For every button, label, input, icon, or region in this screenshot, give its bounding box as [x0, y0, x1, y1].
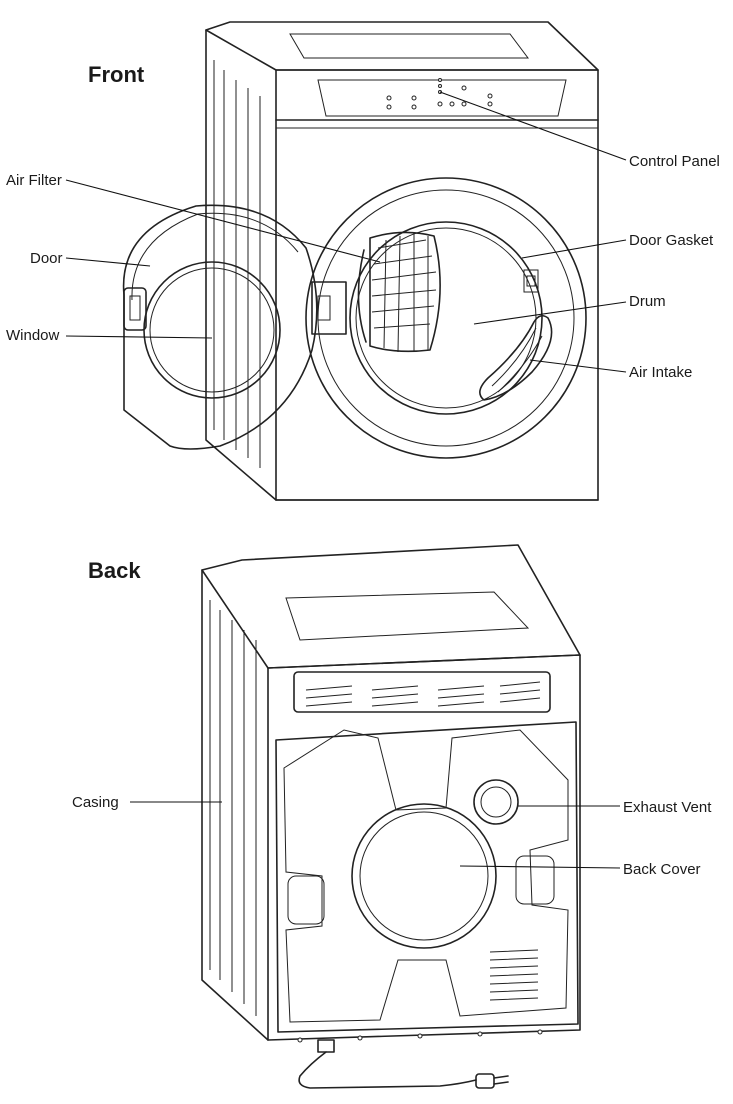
air-filter-grid [357, 231, 441, 353]
label-door-gasket: Door Gasket [629, 232, 714, 249]
leader-lines [65, 91, 627, 869]
lower-grille [489, 949, 539, 1001]
air-intake-vent [479, 314, 553, 401]
label-control-panel: Control Panel [629, 153, 720, 170]
label-casing: Casing [72, 794, 119, 811]
door-illustration [122, 204, 318, 450]
top-vent-slots [305, 681, 541, 707]
label-exhaust-vent: Exhaust Vent [623, 799, 712, 816]
label-drum: Drum [629, 293, 666, 310]
label-air-intake: Air Intake [629, 364, 692, 381]
power-cord [298, 1039, 509, 1089]
exhaust-vent-illustration [473, 779, 519, 825]
label-window: Window [6, 327, 60, 344]
control-panel-buttons [386, 78, 493, 110]
section-title-back: Back [88, 558, 141, 583]
section-title-front: Front [88, 62, 145, 87]
front-dryer-illustration [122, 21, 599, 501]
label-air-filter: Air Filter [6, 172, 62, 189]
label-door: Door [30, 250, 63, 267]
label-back-cover: Back Cover [623, 861, 701, 878]
back-dryer-illustration [201, 544, 581, 1089]
